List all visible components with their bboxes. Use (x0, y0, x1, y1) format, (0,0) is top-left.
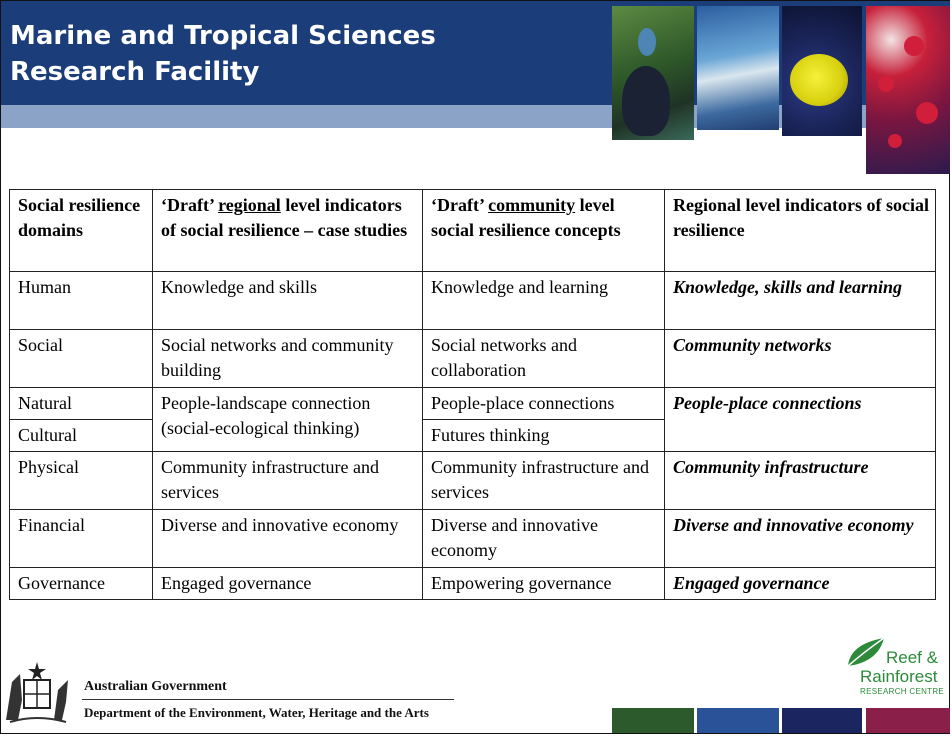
coat-of-arms-icon (6, 662, 68, 723)
header-indicators: Regional level indicators of social resi… (664, 189, 936, 272)
coastline-photo (697, 6, 779, 130)
table-row: Physical Community infrastructure and se… (9, 451, 936, 510)
australian-government-label: Australian Government (84, 679, 227, 694)
cassowary-photo (612, 6, 694, 140)
header-regional: ‘Draft’ regional level indicators of soc… (152, 189, 423, 272)
cell-regional: Social networks and community building (152, 329, 423, 388)
table-row: Natural People-landscape connection (soc… (9, 387, 936, 452)
cell-indicator: Community networks (664, 329, 936, 388)
berries-photo (866, 6, 950, 174)
table-row: Cultural Futures thinking (9, 419, 936, 452)
cell-indicator: Knowledge, skills and learning (664, 271, 936, 330)
page-title: Marine and Tropical Sciences Research Fa… (10, 18, 436, 90)
cell-domain: Social (9, 329, 153, 388)
footer-photo-strip-1 (612, 708, 694, 733)
table-row: Governance Engaged governance Empowering… (9, 567, 936, 600)
cell-indicator: Engaged governance (664, 567, 936, 600)
cell-domain: Cultural (9, 419, 153, 452)
cell-regional: Diverse and innovative economy (152, 509, 423, 568)
cell-indicator: Diverse and innovative economy (664, 509, 936, 568)
cell-community: Empowering governance (422, 567, 665, 600)
cell-indicator: People-place connections (664, 387, 936, 452)
footer-divider (82, 699, 454, 700)
table-row: Social Social networks and community bui… (9, 329, 936, 388)
reef-rainforest-logo: Reef & Rainforest RESEARCH CENTRE (842, 636, 946, 700)
cell-community: People-place connections (422, 387, 665, 420)
cell-regional: People-landscape connection (social-ecol… (152, 387, 423, 452)
header-domains: Social resilience domains (9, 189, 153, 272)
reef-fish-photo (782, 6, 862, 136)
logo-line-3: RESEARCH CENTRE (860, 687, 945, 696)
logo-line-2: Rainforest (860, 667, 938, 686)
leaf-icon (847, 637, 885, 667)
cell-domain: Governance (9, 567, 153, 600)
table-row: Human Knowledge and skills Knowledge and… (9, 271, 936, 330)
cell-domain: Human (9, 271, 153, 330)
cell-domain: Physical (9, 451, 153, 510)
cell-regional: Engaged governance (152, 567, 423, 600)
cell-domain: Financial (9, 509, 153, 568)
title-line-2: Research Facility (10, 57, 260, 87)
cell-regional: Knowledge and skills (152, 271, 423, 330)
cell-community: Futures thinking (422, 419, 665, 452)
footer-photo-strip-4 (866, 708, 950, 733)
logo-line-1: Reef & (886, 648, 938, 667)
cell-domain: Natural (9, 387, 153, 420)
cell-indicator: Community infrastructure (664, 451, 936, 510)
cell-community: Knowledge and learning (422, 271, 665, 330)
footer-photo-strip-3 (782, 708, 862, 733)
department-label: Department of the Environment, Water, He… (84, 705, 429, 720)
title-line-1: Marine and Tropical Sciences (10, 21, 436, 51)
header-community: ‘Draft’ community level social resilienc… (422, 189, 665, 272)
table-row: Financial Diverse and innovative economy… (9, 509, 936, 568)
cell-community: Social networks and collaboration (422, 329, 665, 388)
cell-community: Diverse and innovative economy (422, 509, 665, 568)
footer-photo-strip-2 (697, 708, 779, 733)
cell-community: Community infrastructure and services (422, 451, 665, 510)
cell-regional: Community infrastructure and services (152, 451, 423, 510)
table-header-row: Social resilience domains ‘Draft’ region… (9, 189, 936, 272)
resilience-table: Social resilience domains ‘Draft’ region… (9, 189, 936, 600)
